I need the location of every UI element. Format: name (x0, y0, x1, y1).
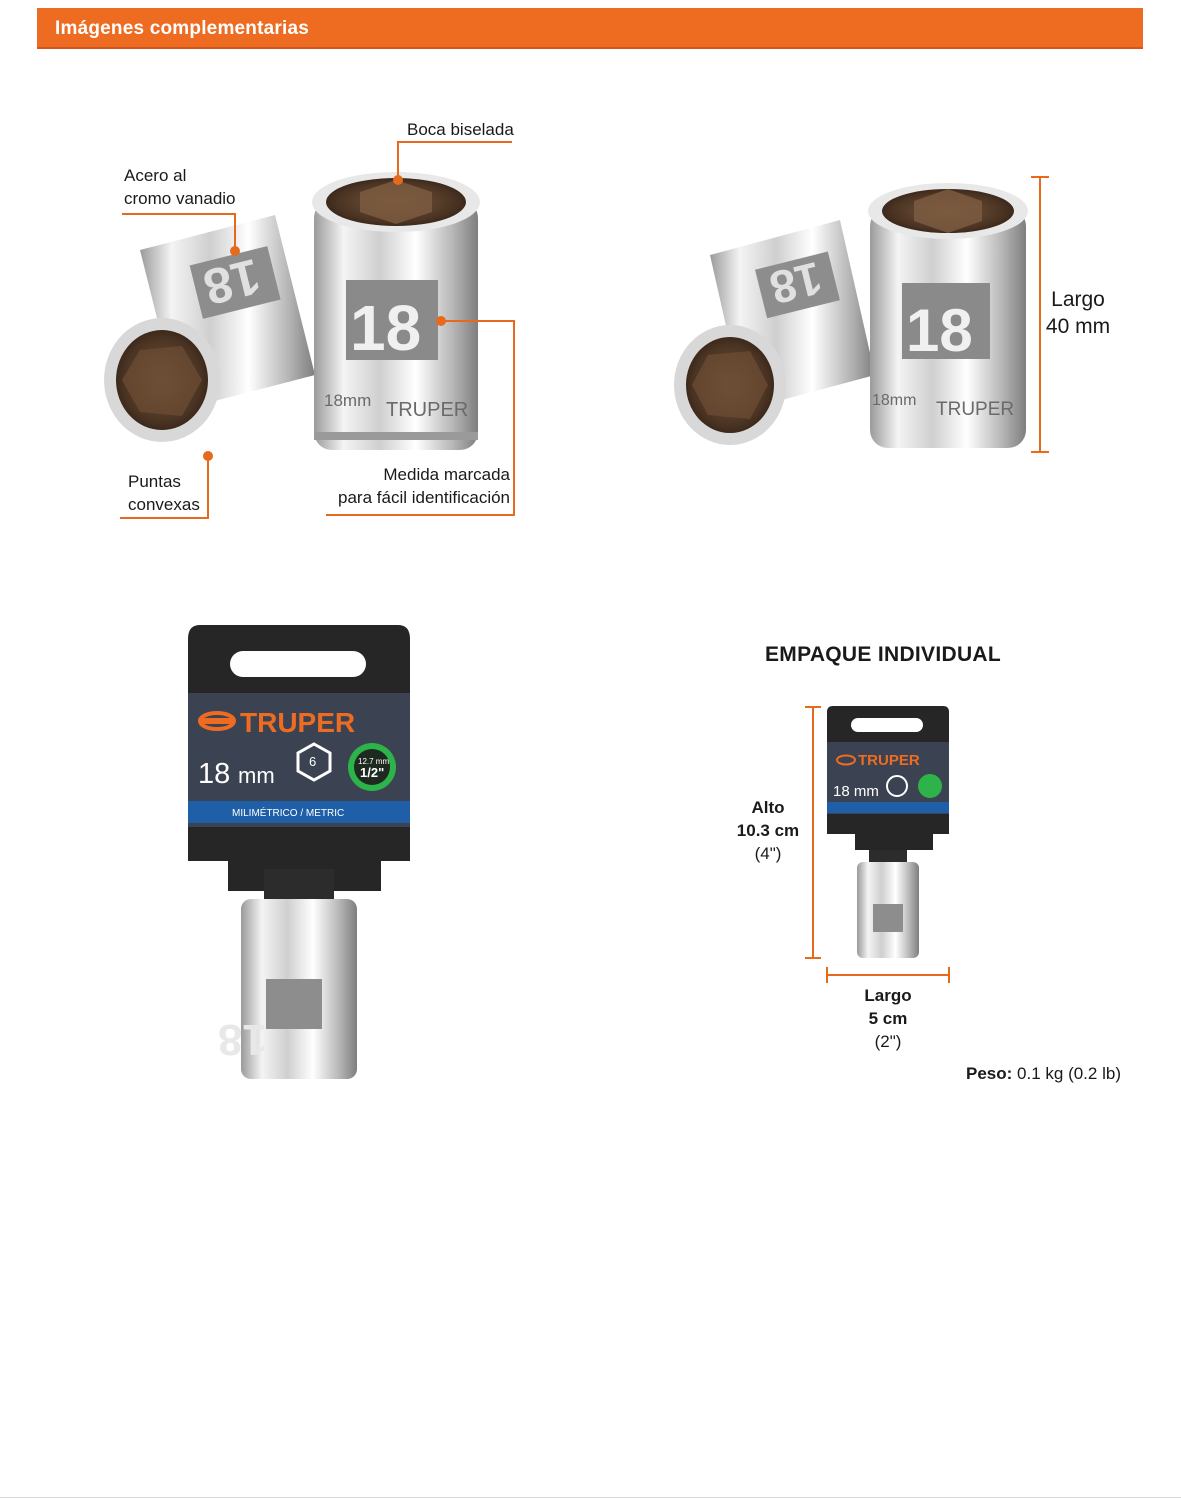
svg-text:18: 18 (198, 248, 266, 316)
callout-marking: Medida marcada para fácil identificación (318, 463, 510, 509)
callout-tips: Puntas convexas (128, 470, 200, 516)
bottom-divider (0, 1497, 1181, 1498)
dimension-socket-length: Largo 40 mm (1040, 286, 1116, 340)
svg-text:18mm: 18mm (872, 392, 916, 409)
section-header: Imágenes complementarias (37, 8, 1143, 49)
svg-text:18: 18 (906, 297, 973, 364)
svg-text:TRUPER: TRUPER (240, 707, 355, 738)
callout-tips-line1: Puntas (128, 472, 181, 491)
svg-text:18: 18 (765, 252, 827, 315)
svg-text:MILIMÉTRICO / METRIC: MILIMÉTRICO / METRIC (232, 806, 344, 819)
svg-text:TRUPER: TRUPER (936, 399, 1014, 420)
section-title: Imágenes complementarias (55, 18, 310, 39)
svg-text:6: 6 (309, 754, 316, 769)
package-height-label: Alto (751, 798, 785, 817)
svg-text:12.7 mm: 12.7 mm (358, 757, 389, 766)
callout-marking-line1: Medida marcada (383, 465, 510, 484)
package-dimension-image: TRUPER 18 mm (805, 706, 950, 983)
svg-text:18mm: 18mm (324, 391, 371, 410)
package-width-value: 5 cm (868, 1009, 908, 1028)
package-width: Largo 5 cm (2") (848, 984, 928, 1053)
socket-pair-image: 18 18 18mm TRUPER (104, 141, 515, 519)
callout-steel: Acero al cromo vanadio (124, 164, 236, 210)
svg-text:1/2": 1/2" (360, 765, 384, 780)
svg-text:18: 18 (198, 758, 230, 790)
package-width-inches: (2") (874, 1032, 902, 1051)
svg-text:18: 18 (218, 1015, 267, 1064)
socket-length-image: 18 18 18mm TRUPER (674, 176, 1049, 453)
svg-text:18: 18 (350, 292, 421, 364)
package-height-value: 10.3 cm (736, 821, 800, 840)
callout-bevel-text: Boca biselada (407, 120, 514, 139)
package-title: EMPAQUE INDIVIDUAL (764, 643, 1002, 666)
package-weight-label: Peso: (966, 1064, 1013, 1083)
package-height-inches: (4") (754, 844, 782, 863)
callout-tips-line2: convexas (128, 495, 200, 514)
callout-steel-line1: Acero al (124, 166, 187, 185)
svg-text:18 mm: 18 mm (833, 783, 879, 800)
package-height: Alto 10.3 cm (4") (730, 796, 806, 865)
svg-text:mm: mm (238, 763, 275, 788)
dimension-socket-label: Largo (1051, 288, 1105, 311)
callout-steel-line2: cromo vanadio (124, 189, 236, 208)
callout-marking-line2: para fácil identificación (338, 488, 510, 507)
package-weight-value: 0.1 kg (0.2 lb) (1017, 1064, 1121, 1083)
dimension-socket-value: 40 mm (1045, 315, 1111, 338)
svg-text:TRUPER: TRUPER (386, 399, 468, 421)
package-weight: Peso: 0.1 kg (0.2 lb) (966, 1062, 1121, 1085)
svg-text:TRUPER: TRUPER (858, 752, 920, 769)
callout-bevel: Boca biselada (407, 118, 514, 141)
packaged-socket-image: TRUPER 18 mm 6 12.7 mm 1/2" MILIMÉTRICO … (188, 625, 410, 1079)
package-width-label: Largo (864, 986, 912, 1005)
